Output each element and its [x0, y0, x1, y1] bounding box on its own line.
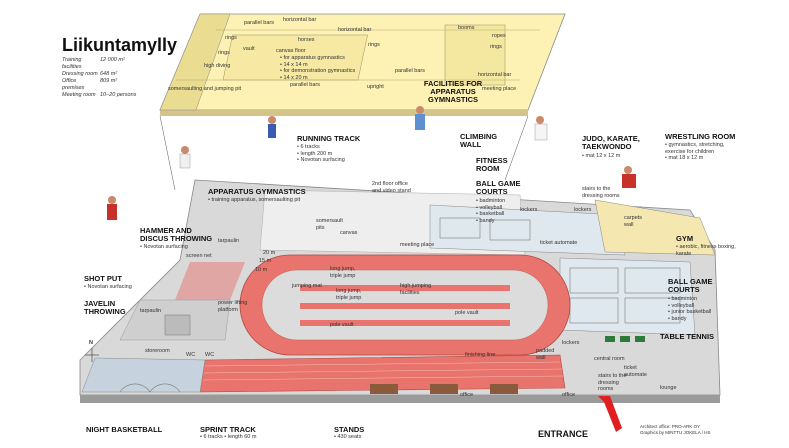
- ball-game-courts-bottom-notes: badminton volleyball junior basketball b…: [668, 296, 711, 322]
- upper-label: meeting place: [482, 86, 517, 92]
- floor-label: office: [562, 392, 576, 398]
- athlete-figures: [107, 106, 636, 220]
- upper-label: horses: [298, 37, 315, 43]
- gym-notes: aerobic, fitness boxing, karate: [676, 244, 736, 257]
- floor-label: pole vault: [330, 322, 354, 328]
- upper-label: horizontal bar: [283, 17, 317, 23]
- running-track-notes: 6 tracks length 200 m Novotan surfacing: [297, 144, 344, 164]
- upper-label: canvas floor: [276, 48, 306, 54]
- upper-label: rings: [368, 42, 380, 48]
- upper-label: somersaulting and jumping pit: [168, 86, 242, 92]
- floor-label: carpets wall: [624, 215, 643, 228]
- floor-label: storeroom: [145, 348, 170, 354]
- upper-label: parallel bars: [290, 82, 320, 88]
- main-floor: [79, 179, 721, 403]
- floor-label: stairs to the dressing rooms: [598, 373, 627, 392]
- climbing-wall-heading: CLIMBING WALL: [460, 132, 498, 149]
- shot-put-notes: Novotan surfacing: [84, 284, 131, 291]
- upper-label: parallel bars: [244, 20, 274, 26]
- apparatus-gymnastics-heading: APPARATUS GYMNASTICS: [208, 187, 306, 196]
- upper-label: rings: [225, 35, 237, 41]
- floor-label: jumping mat: [292, 283, 322, 289]
- floor-label: ticket automate: [624, 365, 647, 378]
- stands-heading: STANDS: [334, 425, 365, 434]
- floor-label: padded wall: [536, 348, 555, 361]
- floor-label: tarpaulin: [140, 308, 162, 314]
- ball-game-courts-top-heading: BALL GAME COURTS: [476, 179, 521, 196]
- floor-label: somersault pits: [316, 218, 343, 231]
- gym-heading: GYM: [676, 234, 694, 243]
- ball-game-courts-bottom-heading: BALL GAME COURTS: [668, 277, 713, 294]
- page-title: Liikuntamylly: [62, 35, 178, 55]
- ball-game-courts-top-notes: badminton volleyball basketball bandy: [476, 198, 505, 224]
- floor-label: power lifting platform: [218, 300, 248, 313]
- compass-north-label: N: [89, 340, 93, 346]
- upper-label: high diving: [204, 63, 231, 69]
- floor-label: lounge: [660, 385, 677, 391]
- upper-label: vault: [243, 46, 255, 52]
- floor-label: 15 m: [259, 258, 272, 264]
- floor-label: screen net: [186, 253, 212, 259]
- upper-label: upright: [367, 84, 384, 90]
- floor-label: lockers: [520, 207, 538, 213]
- hammer-notes: Novotan surfacing: [140, 244, 187, 251]
- floor-label: meeting place: [400, 242, 435, 248]
- floor-label: office: [460, 392, 474, 398]
- sprint-track-heading: SPRINT TRACK: [200, 425, 256, 434]
- upper-label: horizontal bar: [338, 27, 372, 33]
- floor-label: long jump, triple jump: [336, 288, 362, 301]
- credits: Architect office: PRO-ARK OY Graphics by…: [640, 424, 711, 435]
- apparatus-facilities-heading: FACILITIES FOR APPARATUS GYMNASTICS: [423, 79, 483, 104]
- apparatus-gymnastics-notes: training apparatus, somersaulting pit: [208, 197, 300, 204]
- floor-label: WC: [186, 352, 196, 358]
- floor-label: 10 m: [255, 267, 268, 273]
- upper-floor-plan: [159, 13, 566, 116]
- stands-notes: 430 seats: [334, 434, 361, 441]
- upper-label: rings: [218, 50, 230, 56]
- canvas-floor-notes: for apparatus gymnastics 14 x 14 m for d…: [280, 55, 355, 81]
- entrance-heading: ENTRANCE: [538, 429, 589, 439]
- wrestling-notes: gymnastics, stretching, exercise for chi…: [665, 142, 740, 162]
- upper-label: rings: [490, 44, 502, 50]
- floor-label: long jump, triple jump: [330, 266, 356, 279]
- floor-label: WC: [205, 352, 215, 358]
- upper-label: ropes: [492, 33, 506, 39]
- upper-label: horizontal bar: [478, 72, 512, 78]
- javelin-heading: JAVELIN THROWING: [84, 299, 126, 316]
- compass-icon: [85, 348, 99, 362]
- floor-label: lockers: [574, 207, 592, 213]
- upper-label: parallel bars: [395, 68, 425, 74]
- sprint-track-notes: • 6 tracks • length 60 m: [200, 434, 257, 440]
- shot-put-heading: SHOT PUT: [84, 274, 122, 283]
- floor-label: high jumping facilities: [400, 283, 432, 296]
- table-tennis-heading: TABLE TENNIS: [660, 332, 715, 341]
- floor-label: central room: [594, 356, 625, 362]
- judo-heading: JUDO, KARATE, TAEKWONDO: [582, 134, 640, 151]
- floor-label: pole vault: [455, 310, 479, 316]
- upper-label: booms: [458, 25, 475, 31]
- floor-label: canvas: [340, 230, 358, 236]
- floor-label: stairs to the dressing rooms: [582, 186, 620, 199]
- floor-label: tarpaulin: [218, 238, 240, 244]
- projection-lines: [159, 115, 529, 191]
- hammer-heading: HAMMER AND DISCUS THROWING: [140, 226, 213, 243]
- fitness-room-heading: FITNESS ROOM: [476, 156, 508, 173]
- floor-label: 20 m: [263, 250, 276, 256]
- judo-notes: mat 12 x 12 m: [582, 153, 620, 160]
- floor-label: ticket automate: [540, 240, 578, 246]
- wrestling-heading: WRESTLING ROOM: [665, 132, 736, 141]
- floor-label: finishing line: [465, 352, 496, 358]
- floor-label: lockers: [562, 340, 580, 346]
- night-basketball-heading: NIGHT BASKETBALL: [86, 425, 163, 434]
- entrance-arrow-icon: [598, 396, 622, 432]
- floor-label: 2nd floor office and video stand: [372, 181, 411, 194]
- running-track-heading: RUNNING TRACK: [297, 134, 361, 143]
